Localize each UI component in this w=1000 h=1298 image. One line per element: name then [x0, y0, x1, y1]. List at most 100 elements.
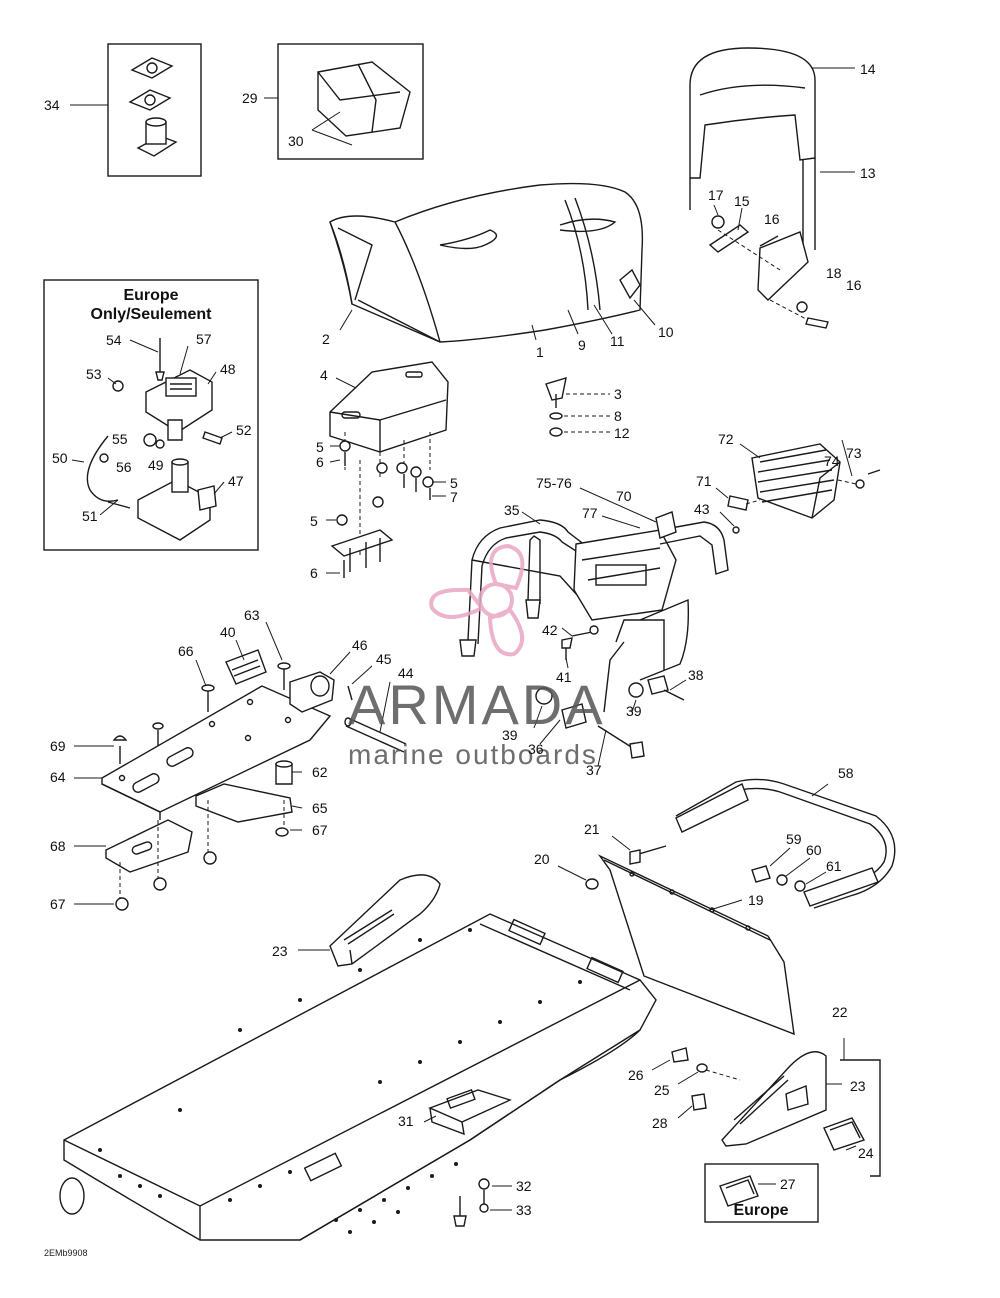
callout-31: 31 [398, 1113, 414, 1129]
base-plate-assembly [74, 621, 407, 911]
callout-75-76: 75-76 [536, 475, 572, 491]
callout-20: 20 [534, 851, 550, 867]
callout-36: 36 [528, 741, 544, 757]
callout-32: 32 [516, 1178, 532, 1194]
backrest-assembly [689, 47, 855, 329]
callout-11: 11 [610, 333, 625, 349]
side-trim-upper [298, 874, 441, 967]
tunnel [59, 913, 657, 1241]
callout-66: 66 [178, 643, 194, 659]
callout-33: 33 [516, 1202, 532, 1218]
callout-56: 56 [116, 459, 132, 475]
callout-5-a: 5 [316, 439, 324, 455]
callout-50: 50 [52, 450, 68, 466]
callout-71: 71 [696, 473, 712, 489]
callout-67-b: 67 [50, 896, 66, 912]
callout-62: 62 [312, 764, 328, 780]
europe-inset-title-2: Only/Seulement [91, 306, 213, 323]
callout-45: 45 [376, 651, 392, 667]
callout-29: 29 [242, 90, 258, 106]
callout-63: 63 [244, 607, 260, 623]
inset-box-34 [70, 43, 202, 177]
callout-23-b: 23 [850, 1078, 866, 1094]
callout-43: 43 [694, 501, 710, 517]
callout-64: 64 [50, 769, 66, 785]
tail-light [715, 439, 881, 534]
callout-59: 59 [786, 831, 802, 847]
callout-40: 40 [220, 624, 236, 640]
callout-7: 7 [450, 489, 458, 505]
europe-inset-box [43, 279, 259, 551]
callout-23-a: 23 [272, 943, 288, 959]
rear-rack [459, 487, 729, 767]
callout-30: 30 [288, 133, 304, 149]
callout-52: 52 [236, 422, 252, 438]
snow-flap [557, 835, 795, 1036]
callout-65: 65 [312, 800, 328, 816]
watermark: ARMADA marine outboards [348, 543, 606, 770]
watermark-brand: ARMADA [348, 673, 606, 736]
callout-19: 19 [748, 892, 764, 908]
callout-labels: 34 29 30 14 13 17 15 16 18 16 2 1 9 11 1… [44, 61, 876, 1218]
callout-68: 68 [50, 838, 66, 854]
callout-8: 8 [614, 408, 622, 424]
callout-12: 12 [614, 425, 630, 441]
callout-53: 53 [86, 366, 102, 382]
callout-1: 1 [536, 344, 544, 360]
callout-61: 61 [826, 858, 842, 874]
propeller-logo-icon [429, 543, 525, 657]
callout-69: 69 [50, 738, 66, 754]
callout-6-b: 6 [310, 565, 318, 581]
callout-57: 57 [196, 331, 212, 347]
fasteners-3-8-12 [545, 376, 610, 437]
callout-21: 21 [584, 821, 600, 837]
callout-54: 54 [106, 332, 122, 348]
europe-inset-title-1: Europe [123, 287, 178, 304]
callout-70: 70 [616, 488, 632, 504]
callout-49: 49 [148, 457, 164, 473]
callout-9: 9 [578, 337, 586, 353]
callout-2: 2 [322, 331, 330, 347]
diagram-code: 2EMb9908 [44, 1248, 88, 1258]
watermark-tagline: marine outboards [348, 739, 598, 770]
callout-16-a: 16 [764, 211, 780, 227]
europe-small-inset [704, 1163, 819, 1223]
callout-5-b: 5 [450, 475, 458, 491]
seat [329, 182, 656, 343]
callout-10: 10 [658, 324, 674, 340]
callout-47: 47 [228, 473, 244, 489]
callout-13: 13 [860, 165, 876, 181]
callout-41: 41 [556, 669, 572, 685]
callout-51: 51 [82, 508, 98, 524]
callout-55: 55 [112, 431, 128, 447]
callout-18: 18 [826, 265, 842, 281]
grab-handle [675, 778, 896, 909]
callout-48: 48 [220, 361, 236, 377]
callout-3: 3 [614, 386, 622, 402]
callout-35: 35 [504, 502, 520, 518]
callout-28: 28 [652, 1115, 668, 1131]
callout-74: 74 [824, 453, 840, 469]
callout-60: 60 [806, 842, 822, 858]
side-trim-lower [651, 1038, 881, 1177]
callout-25: 25 [654, 1082, 670, 1098]
callout-37: 37 [586, 762, 602, 778]
callout-15: 15 [734, 193, 750, 209]
callout-4: 4 [320, 367, 328, 383]
callout-39-a: 39 [502, 727, 518, 743]
callout-17: 17 [708, 187, 724, 203]
callout-5-c: 5 [310, 513, 318, 529]
callout-16-b: 16 [846, 277, 862, 293]
callout-27: 27 [780, 1176, 796, 1192]
callout-42: 42 [542, 622, 558, 638]
callout-6-a: 6 [316, 454, 324, 470]
callout-44: 44 [398, 665, 414, 681]
callout-34: 34 [44, 97, 60, 113]
callout-24: 24 [858, 1145, 874, 1161]
callout-72: 72 [718, 431, 734, 447]
callout-67-a: 67 [312, 822, 328, 838]
inset-box-29 [264, 43, 424, 160]
callout-38: 38 [688, 667, 704, 683]
europe-small-inset-label: Europe [733, 1202, 788, 1219]
